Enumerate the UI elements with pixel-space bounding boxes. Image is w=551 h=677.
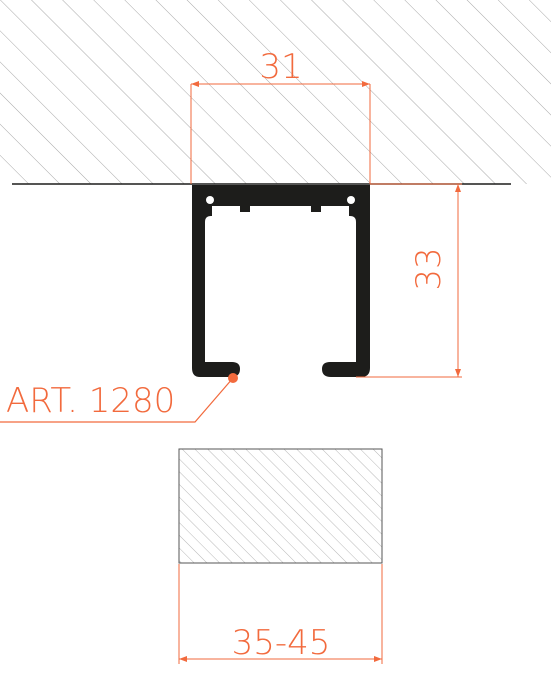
height-dimension: 33 bbox=[356, 183, 462, 378]
ceiling-hatch bbox=[0, 0, 551, 184]
height-label: 33 bbox=[409, 247, 449, 290]
panel-width-dimension: 35-45 bbox=[178, 564, 383, 664]
article-label: ART. 1280 bbox=[6, 381, 175, 421]
aluminium-profile bbox=[192, 185, 370, 377]
panel-width-label: 35-45 bbox=[232, 623, 331, 663]
top-dimension: 31 bbox=[190, 47, 371, 184]
top-width-label: 31 bbox=[259, 47, 302, 87]
door-panel-section bbox=[178, 448, 383, 564]
article-callout: ART. 1280 bbox=[0, 373, 238, 423]
